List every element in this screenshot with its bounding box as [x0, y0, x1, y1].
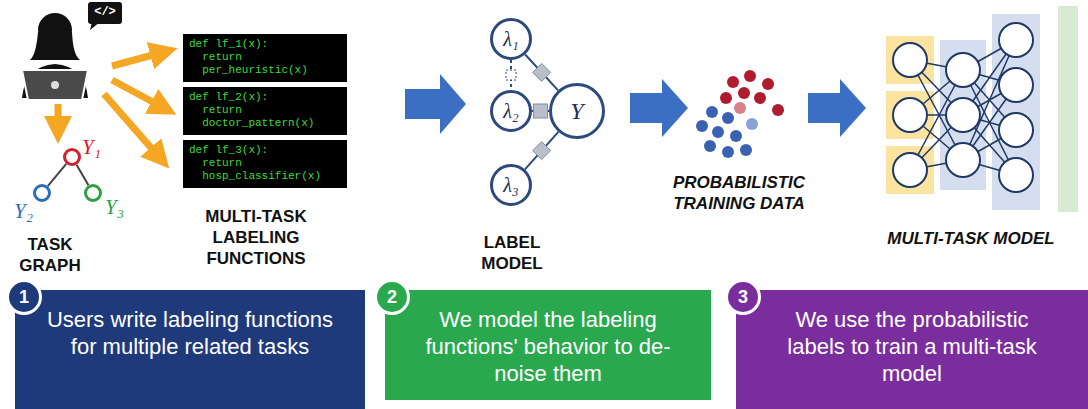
connector-line [525, 132, 558, 169]
neuron [946, 143, 980, 177]
step-number: 2 [374, 279, 410, 315]
callout-number: 3 [738, 287, 748, 308]
code-line: doctor_pattern(x) [189, 117, 341, 130]
factor-square [506, 70, 516, 80]
node-label: λ₁ [503, 28, 519, 51]
hidden-band [940, 40, 986, 190]
node-label: Y₂ [14, 199, 33, 224]
neuron [999, 113, 1033, 147]
code-box: def lf_2(x):returndoctor_pattern(x) [183, 87, 347, 135]
graph-circle: λ₃ [490, 164, 532, 206]
node-label: λ₃ [503, 174, 519, 197]
code-line: return [189, 51, 341, 64]
step-panel: We use the probabilistic labels to train… [736, 290, 1088, 409]
node-label: Y₁ [82, 135, 101, 160]
step-panel: Users write labeling functions for multi… [15, 290, 365, 409]
person-icon [22, 13, 88, 100]
code-box: def lf_1(x):returnper_heuristic(x) [183, 34, 347, 82]
connector [532, 104, 549, 118]
graph-circle: Y₃ [84, 184, 102, 202]
neuron [999, 68, 1033, 102]
graph-circle: λ₂ [490, 90, 532, 132]
code-box: def lf_3(x):returnhosp_classifier(x) [183, 140, 347, 188]
neural-network [886, 6, 1078, 212]
code-line: per_heuristic(x) [189, 64, 341, 77]
output-band [1058, 6, 1078, 212]
node-label: Y₃ [105, 195, 124, 220]
step-text: We use the probabilistic labels to train… [764, 306, 1060, 387]
connector-line [525, 54, 558, 90]
connector [525, 54, 558, 90]
stage-label: LABEL MODEL [462, 232, 562, 274]
stage-label: MULTI-TASK MODEL [866, 228, 1076, 249]
code-line: hosp_classifier(x) [189, 170, 341, 183]
code-line: def lf_3(x): [189, 144, 341, 157]
stage-label: TASK GRAPH [8, 234, 92, 276]
graph-circle: λ₁ [490, 18, 532, 60]
neuron [999, 158, 1033, 192]
callout-number: 2 [387, 287, 397, 308]
probabilistic-dots [696, 70, 784, 158]
neuron [946, 53, 980, 87]
connector-line [48, 164, 66, 186]
speech-bubble [88, 2, 122, 30]
neuron [999, 23, 1033, 57]
node-label: Y [570, 98, 583, 125]
graph-circle: Y₁ [63, 148, 81, 166]
input-band [886, 91, 934, 139]
connector-line [77, 165, 89, 185]
factor-diamond [533, 63, 551, 81]
code-line: return [189, 157, 341, 170]
connector [525, 132, 558, 169]
step-panel: We model the labeling functions' behavio… [385, 290, 711, 400]
neuron [893, 153, 927, 187]
neuron [893, 43, 927, 77]
graph-circle: Y [549, 83, 605, 139]
user-arrows [58, 52, 164, 158]
code-symbol: </> [88, 5, 122, 19]
code-line: def lf_1(x): [189, 38, 341, 51]
factor-square [534, 104, 548, 118]
step-text: Users write labeling functions for multi… [43, 306, 337, 360]
node-label: λ₂ [503, 100, 519, 123]
neuron [893, 98, 927, 132]
connector [506, 60, 516, 90]
callout-number: 1 [19, 287, 29, 308]
factor-diamond [533, 142, 551, 160]
connector [77, 165, 89, 185]
step-text: We model the labeling functions' behavio… [413, 306, 683, 387]
connector [48, 164, 66, 186]
code-line: return [189, 104, 341, 117]
stage-label: PROBABILISTIC TRAINING DATA [664, 172, 814, 214]
neuron [946, 98, 980, 132]
stage-label: MULTI-TASK LABELING FUNCTIONS [190, 206, 322, 269]
step-number: 1 [6, 279, 42, 315]
graph-circle: Y₂ [33, 184, 51, 202]
step-number: 3 [725, 279, 761, 315]
code-line: def lf_2(x): [189, 91, 341, 104]
stage-arrows [405, 74, 866, 137]
